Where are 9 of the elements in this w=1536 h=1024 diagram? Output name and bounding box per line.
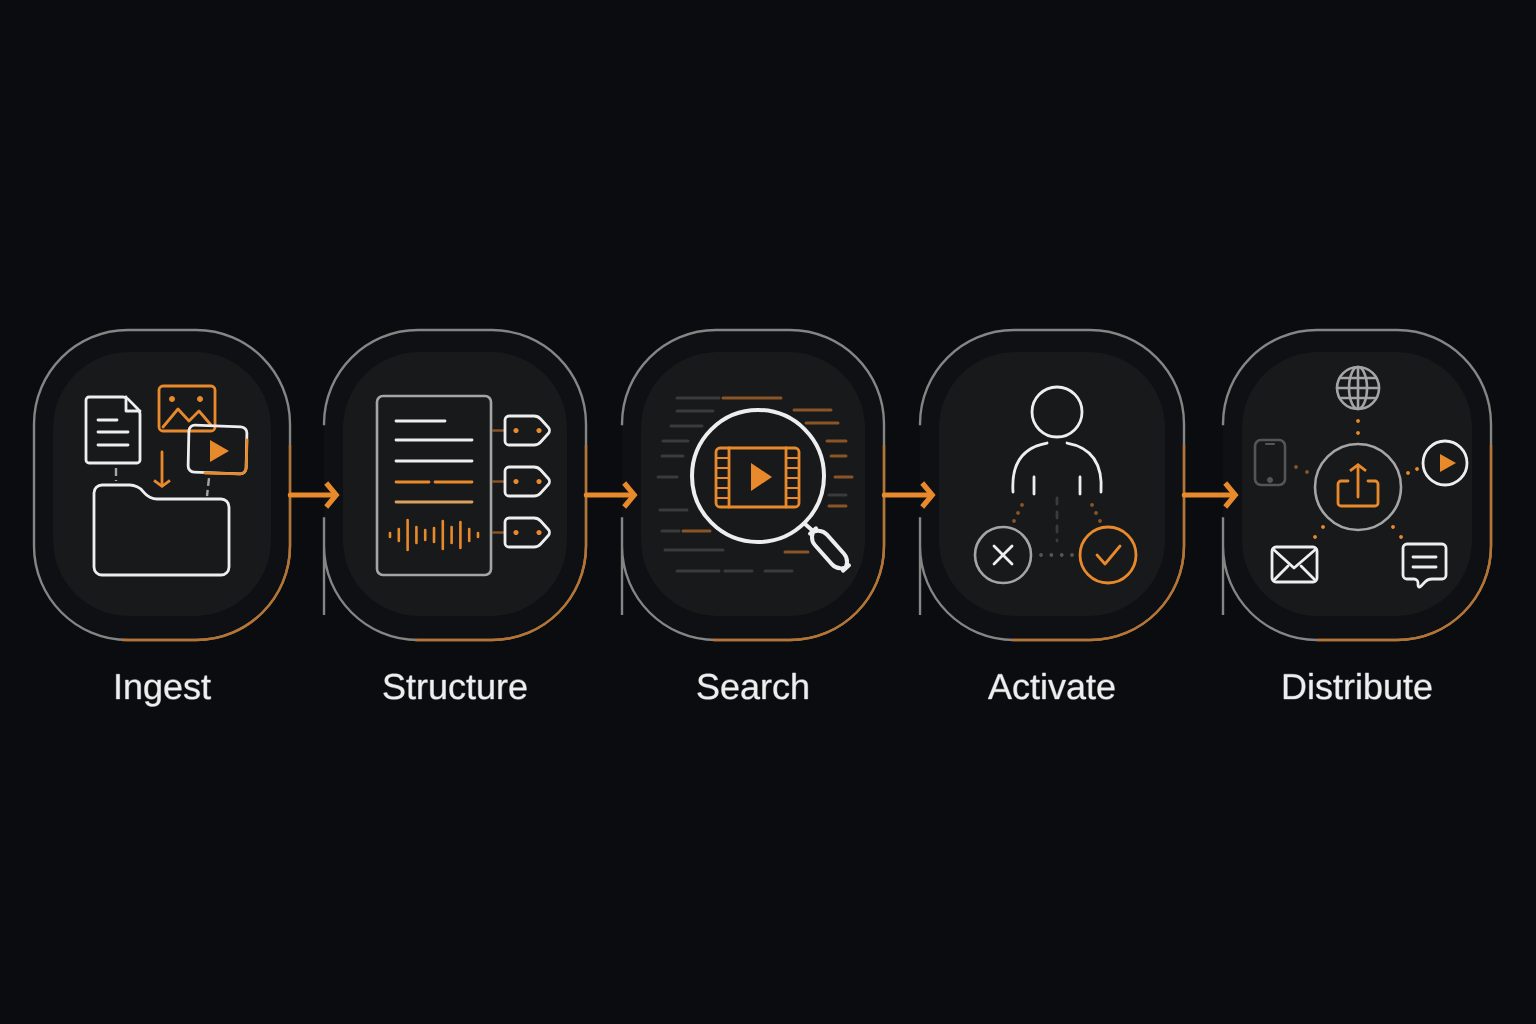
arrow <box>881 481 936 509</box>
arrow <box>583 481 638 509</box>
step-label: Distribute <box>1283 672 1432 700</box>
step-label: Structure <box>383 673 527 700</box>
step-label: Search <box>697 672 808 700</box>
step-label: Activate <box>988 672 1115 700</box>
arrow <box>287 481 340 509</box>
step-label: Ingest <box>116 674 211 707</box>
arrow <box>1181 481 1239 509</box>
